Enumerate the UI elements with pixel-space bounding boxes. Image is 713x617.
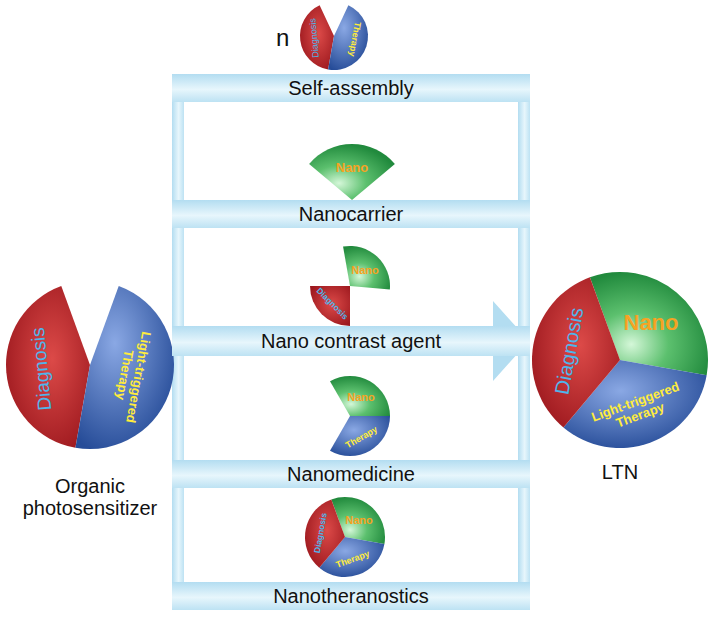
pie-sector <box>330 416 390 456</box>
ltn-pie: DiagnosisNanoLight-triggered TherapyLTN <box>530 270 710 450</box>
pie-sector <box>300 5 334 69</box>
pie-sector <box>305 499 345 567</box>
sector-label: Nano <box>345 514 373 526</box>
pie-sector <box>6 286 90 448</box>
pie-sector <box>328 5 368 70</box>
route-bar: Self-assembly <box>172 74 530 102</box>
sector-label: Nano <box>624 311 679 335</box>
bar-label: Self-assembly <box>288 77 414 100</box>
mini-pie: NanoDiagnosis <box>308 244 392 328</box>
node-caption: LTN <box>602 461 638 483</box>
mini-pie: NanoTherapy <box>308 374 392 458</box>
route-bar: Nanotheranostics <box>172 582 530 610</box>
node-caption: Organic photosensitizer <box>4 475 176 519</box>
pie-sector <box>309 144 395 200</box>
pie-graphic <box>4 279 176 451</box>
count-label: n <box>276 24 289 52</box>
pie-sector <box>330 376 390 416</box>
route-bar: Nano contrast agent <box>172 326 530 356</box>
bar-label: Nano contrast agent <box>261 330 441 353</box>
route-bar: Nanomedicine <box>172 460 530 488</box>
bar-label: Nanocarrier <box>299 203 403 226</box>
bar-label: Nanomedicine <box>287 463 415 486</box>
pie-sector <box>75 286 174 449</box>
mini-pie: DiagnosisNanoTherapy <box>303 495 387 579</box>
route-bar: Nanocarrier <box>172 200 530 228</box>
mini-pie: DiagnosisTherapy <box>298 0 370 72</box>
sector-label: Nano <box>336 161 369 175</box>
pie-sector <box>310 286 350 326</box>
sector-label: Nano <box>351 264 379 276</box>
sector-label: Nano <box>347 391 375 403</box>
photosensitizer-pie: DiagnosisLight-triggered TherapyOrganic … <box>4 279 176 451</box>
nano-wedge: Nano <box>297 141 407 201</box>
pie-sector <box>343 246 390 289</box>
bar-label: Nanotheranostics <box>273 585 429 608</box>
